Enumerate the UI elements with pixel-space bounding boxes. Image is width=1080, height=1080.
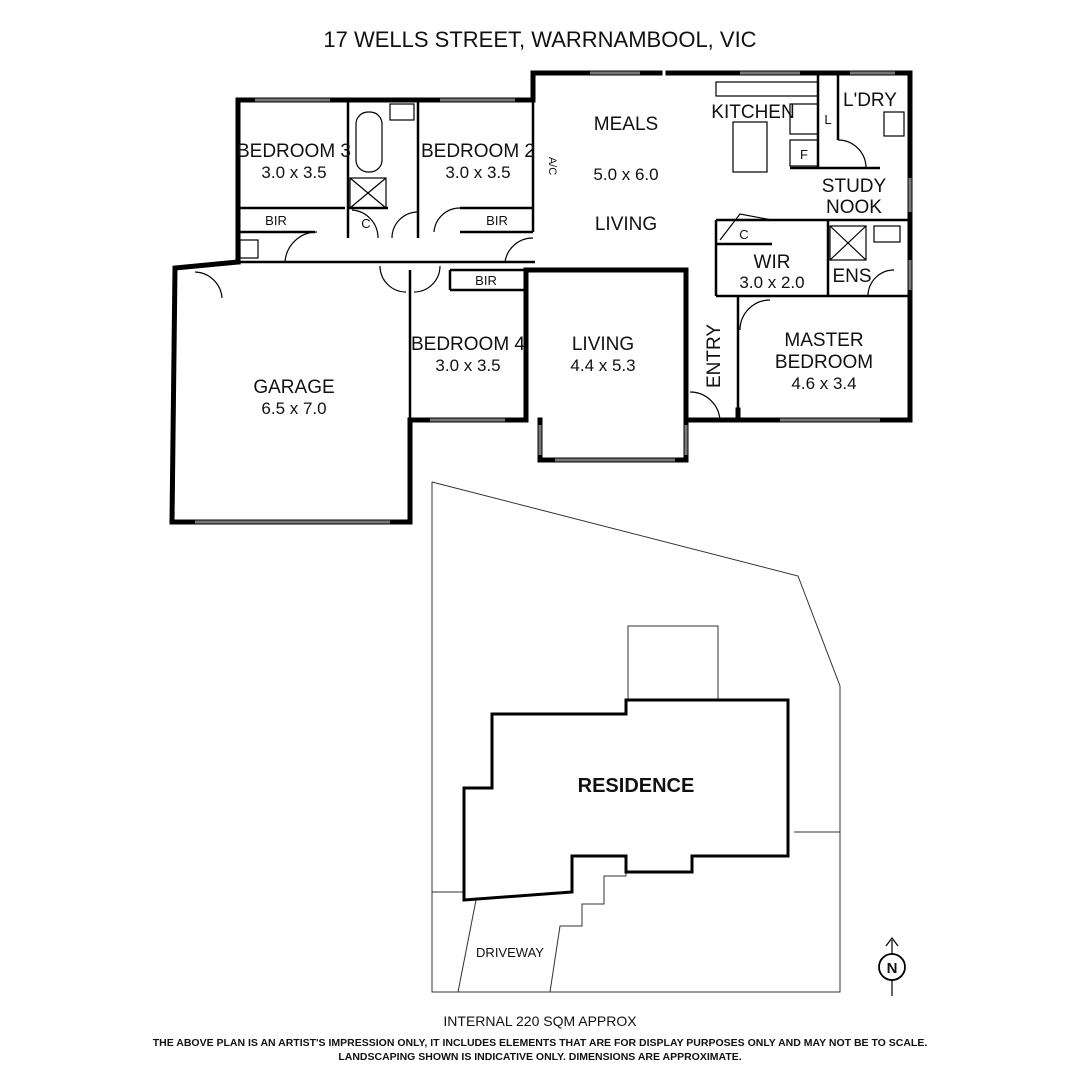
residence-label: RESIDENCE bbox=[578, 775, 695, 797]
kitchen-name: KITCHEN bbox=[711, 102, 794, 123]
north-arrow-icon: N bbox=[878, 937, 906, 996]
bir-bedroom2: BIR bbox=[486, 213, 508, 228]
bedroom2-dims: 3.0 x 3.5 bbox=[445, 163, 510, 182]
living-dims: 4.4 x 5.3 bbox=[570, 356, 635, 375]
bedroom4-dims: 3.0 x 3.5 bbox=[435, 356, 500, 375]
area-note: INTERNAL 220 SQM APPROX bbox=[443, 1013, 637, 1029]
house-walls bbox=[169, 70, 913, 525]
cupboard-hall: C bbox=[361, 216, 370, 231]
site-plan: RESIDENCE DRIVEWAY bbox=[431, 481, 841, 993]
north-label: N bbox=[887, 960, 898, 977]
plan-title: 17 WELLS STREET, WARRNAMBOOL, VIC bbox=[323, 27, 756, 52]
disclaimer-line2: LANDSCAPING SHOWN IS INDICATIVE ONLY. DI… bbox=[338, 1051, 742, 1063]
cupboard-wir: C bbox=[739, 227, 748, 242]
fixture-labels: BIR BIR BIR C C L F A/C bbox=[265, 112, 831, 288]
meals-dims: 5.0 x 6.0 bbox=[593, 165, 658, 184]
windows bbox=[195, 71, 912, 524]
study-line2: NOOK bbox=[826, 197, 882, 218]
ac-mark: A/C bbox=[546, 157, 558, 175]
meals-living: LIVING bbox=[595, 214, 657, 235]
entry-name: ENTRY bbox=[704, 324, 725, 388]
wir-name: WIR bbox=[754, 252, 791, 273]
master-line2: BEDROOM bbox=[775, 352, 873, 373]
garage-name: GARAGE bbox=[253, 377, 334, 398]
disclaimer-line1: THE ABOVE PLAN IS AN ARTIST'S IMPRESSION… bbox=[152, 1037, 928, 1049]
living-name: LIVING bbox=[572, 334, 634, 355]
laundry-name: L'DRY bbox=[843, 90, 897, 111]
meals-name: MEALS bbox=[594, 114, 658, 135]
residence-outline bbox=[462, 698, 790, 902]
bedroom3-name: BEDROOM 3 bbox=[237, 141, 351, 162]
fridge-mark: F bbox=[800, 147, 808, 162]
doors bbox=[194, 139, 895, 423]
wir-dims: 3.0 x 2.0 bbox=[739, 273, 804, 292]
master-line1: MASTER bbox=[784, 330, 863, 351]
bedroom4-name: BEDROOM 4 bbox=[411, 334, 525, 355]
room-labels: BEDROOM 3 3.0 x 3.5 BEDROOM 2 3.0 x 3.5 … bbox=[237, 90, 897, 418]
bedroom3-dims: 3.0 x 3.5 bbox=[261, 163, 326, 182]
garage-dims: 6.5 x 7.0 bbox=[261, 399, 326, 418]
master-dims: 4.6 x 3.4 bbox=[791, 374, 856, 393]
ens-name: ENS bbox=[832, 266, 871, 287]
driveway-label: DRIVEWAY bbox=[476, 945, 544, 960]
study-line1: STUDY bbox=[822, 176, 887, 197]
bir-bedroom4: BIR bbox=[475, 273, 497, 288]
bir-bedroom3: BIR bbox=[265, 213, 287, 228]
laundry-mark: L bbox=[824, 112, 831, 127]
bedroom2-name: BEDROOM 2 bbox=[421, 141, 535, 162]
